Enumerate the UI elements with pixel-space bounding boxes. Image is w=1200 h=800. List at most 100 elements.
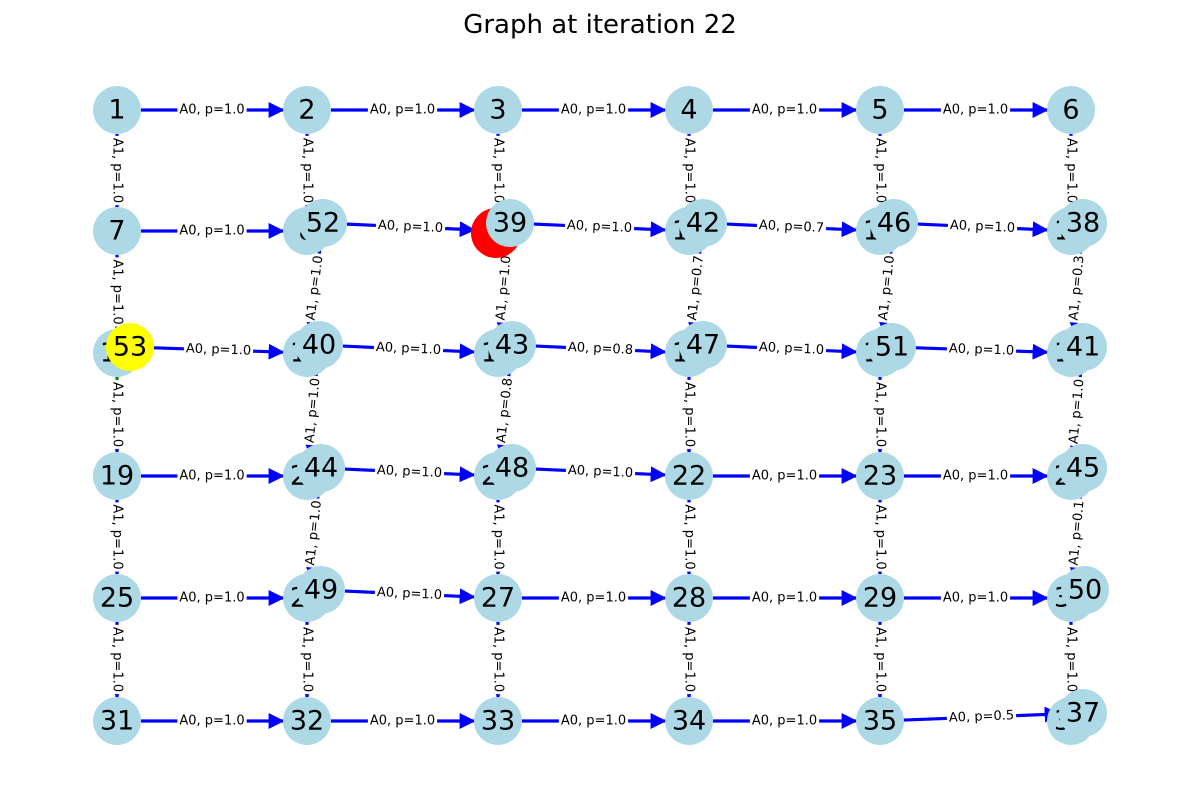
node-circle <box>856 574 904 622</box>
edge-label-background <box>1065 376 1089 447</box>
node-27: 27 <box>474 574 522 622</box>
edge-label: A0, p=0.7 <box>759 218 825 236</box>
edge-label: A0, p=1.0 <box>179 224 244 239</box>
node-28: 28 <box>665 574 713 622</box>
edge-label: A0, p=1.0 <box>376 340 442 358</box>
node-31: 31 <box>93 697 141 745</box>
edge-label-background <box>946 707 1017 727</box>
node-label: 4 <box>680 95 697 126</box>
edge-label-background <box>177 589 247 607</box>
edge-label-group: A0, p=1.0 <box>177 589 247 607</box>
node-label: 37 <box>1066 698 1100 729</box>
edge-label: A0, p=1.0 <box>377 585 443 603</box>
edge-label: A0, p=1.0 <box>752 469 817 484</box>
node-label: 42 <box>686 208 720 239</box>
edge-label-group: A1, p=1.0 <box>489 135 507 206</box>
edge-label-background <box>749 589 820 607</box>
edge-label-background <box>565 461 636 483</box>
node-label: 45 <box>1066 453 1100 484</box>
edge-label-group: A1, p=1.0 <box>108 502 126 572</box>
edge-label-background <box>871 135 889 206</box>
node-circle <box>856 86 904 134</box>
edge-label: A0, p=1.0 <box>943 103 1008 118</box>
edge-label-group: A1, p=1.0 <box>680 624 698 695</box>
edge-label-background <box>301 375 325 446</box>
node-label: 28 <box>672 583 706 614</box>
node-circle <box>93 86 141 134</box>
edge-label: A0, p=1.0 <box>561 103 626 118</box>
node-label: 44 <box>304 453 338 484</box>
edge-label-group: A1, p=1.0 <box>680 502 698 572</box>
node-circle <box>1061 566 1109 614</box>
edge-label-group: A1, p=1.0 <box>492 252 516 324</box>
edge-label: A1, p=1.0 <box>110 259 125 324</box>
edge-label-background <box>1062 135 1080 206</box>
edge-label: A1, p=1.0 <box>682 382 697 447</box>
edge-label-group: A1, p=0.7 <box>683 252 709 324</box>
edge-label-background <box>558 101 629 119</box>
edge-label-background <box>874 252 900 324</box>
node-label: 7 <box>108 216 125 247</box>
node-22: 22 <box>665 452 713 500</box>
edge-label-background <box>177 101 247 119</box>
edge-label: A0, p=1.0 <box>752 714 817 729</box>
node-circle <box>295 321 343 369</box>
edge-label: A1, p=1.0 <box>110 138 125 203</box>
edge-label: A1, p=0.1 <box>1067 500 1088 566</box>
edge-label-group: A0, p=1.0 <box>373 338 444 360</box>
edge-label-background <box>489 624 507 695</box>
node-label: 27 <box>481 583 515 614</box>
node-label: 39 <box>493 208 527 239</box>
edge-label-group: A0, p=1.0 <box>177 101 247 119</box>
edge-label-group: A0, p=1.0 <box>375 216 446 238</box>
edge-label: A1, p=1.0 <box>491 138 506 203</box>
edge-label-background <box>756 338 827 360</box>
node-label: 2 <box>298 95 315 126</box>
edge-label-group: A0, p=1.0 <box>565 461 636 483</box>
edge-label-group: A1, p=1.0 <box>871 624 889 695</box>
edge-label-group: A0, p=1.0 <box>558 712 629 730</box>
edge-label: A1, p=1.0 <box>491 504 506 569</box>
edge-label: A0, p=1.0 <box>943 469 1008 484</box>
edge-label-background <box>871 379 889 450</box>
edge-label: A0, p=1.0 <box>943 591 1008 606</box>
edge-label: A1, p=1.0 <box>303 377 324 443</box>
node-label: 47 <box>686 330 720 361</box>
node-4: 4 <box>665 86 713 134</box>
node-1: 1 <box>93 86 141 134</box>
edge-label-background <box>558 589 629 607</box>
edge-label-group: A1, p=1.0 <box>1065 376 1089 447</box>
node-label: 23 <box>863 461 897 492</box>
node-6: 6 <box>1047 86 1095 134</box>
edge-label: A1, p=1.0 <box>873 627 888 692</box>
edge-label-group: A1, p=1.0 <box>301 375 325 446</box>
edge-label: A1, p=1.0 <box>110 627 125 692</box>
edge-label-background <box>108 502 126 572</box>
node-40: 40 <box>295 321 343 369</box>
node-circle <box>474 86 522 134</box>
node-circle <box>93 574 141 622</box>
node-53: 53 <box>106 323 154 371</box>
edge-label-group: A0, p=0.5 <box>946 707 1017 727</box>
edge-label-group: A0, p=1.0 <box>749 589 820 607</box>
edge-label-background <box>940 589 1011 607</box>
edge-label-background <box>373 338 444 360</box>
edge-label-group: A0, p=1.0 <box>177 712 247 730</box>
edge-label-group: A0, p=1.0 <box>946 340 1017 360</box>
node-label: 40 <box>302 330 336 361</box>
edge-label: A0, p=1.0 <box>752 103 817 118</box>
edge-label-background <box>367 712 438 730</box>
edge-label-group: A0, p=1.0 <box>367 712 438 730</box>
edge-label-background <box>489 502 507 572</box>
edge-label-group: A1, p=1.0 <box>108 257 126 327</box>
edge-label-group: A0, p=1.0 <box>749 712 820 730</box>
edge-label: A1, p=1.0 <box>303 500 325 566</box>
node-33: 33 <box>474 697 522 745</box>
edge-label-background <box>298 624 316 695</box>
edge-label-group: A1, p=1.0 <box>874 252 900 324</box>
node-35: 35 <box>856 697 904 745</box>
edge-label-group: A0, p=0.7 <box>756 216 827 238</box>
edge-label-group: A1, p=1.0 <box>301 497 327 569</box>
node-circle <box>474 574 522 622</box>
edge-label-background <box>680 624 698 695</box>
